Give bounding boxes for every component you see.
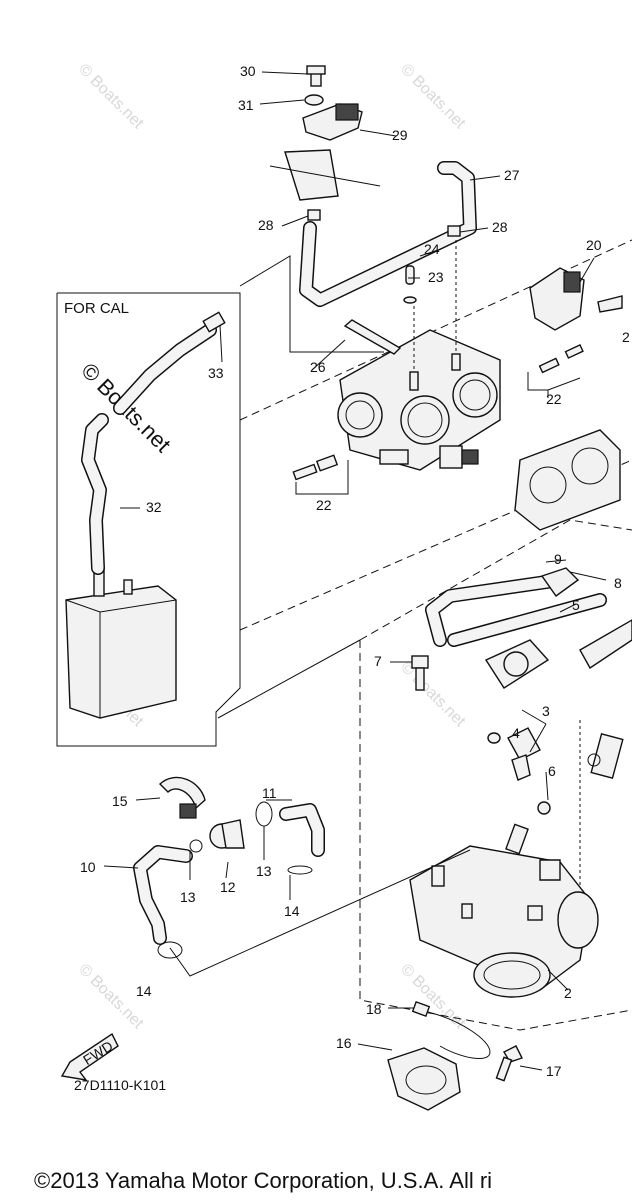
callout-3: 3 [542, 703, 550, 719]
callout-8: 8 [614, 575, 622, 591]
callout-33: 33 [208, 365, 224, 381]
watermark: © Boats.net [75, 61, 147, 133]
coolant-elbow [266, 799, 325, 900]
callout-13: 13 [256, 863, 272, 879]
inset-label: FOR CAL [64, 300, 129, 317]
callout-13: 13 [180, 889, 196, 905]
callout-12: 12 [220, 879, 236, 895]
fwd-arrow-icon: FWD [60, 1032, 119, 1081]
bolt [390, 655, 429, 691]
watermark: © Boats.net [397, 961, 469, 1033]
callout-32: 32 [146, 499, 162, 515]
copyright-notice: ©2013 Yamaha Motor Corporation, U.S.A. A… [34, 1168, 493, 1193]
vacuum-hose [281, 161, 501, 307]
callout-11: 11 [262, 785, 277, 801]
screw-set [292, 454, 349, 495]
callouts: 30 31 29 27 28 28 24 23 20 2 33 26 22 22… [80, 63, 630, 1079]
bolt [495, 1045, 543, 1082]
callout-22: 22 [316, 497, 332, 513]
diagram-code: 27D1110-K101 [74, 1077, 166, 1093]
callout-31: 31 [238, 97, 254, 113]
callout-7: 7 [374, 653, 382, 669]
map-sensor [269, 65, 397, 201]
callout-27: 27 [504, 167, 520, 183]
fuel-rail [425, 559, 632, 689]
callout-20: 20 [586, 237, 602, 253]
intake-manifold [409, 823, 599, 998]
callout-28: 28 [492, 219, 508, 235]
callout-28: 28 [258, 217, 274, 233]
callout-15: 15 [112, 793, 128, 809]
callout-14: 14 [136, 983, 152, 999]
watermark: © Boats.net [397, 61, 469, 133]
callout-29: 29 [392, 127, 408, 143]
clamp [189, 801, 273, 880]
intake-joint [357, 1043, 461, 1111]
callout-4: 4 [512, 725, 520, 741]
callout-6: 6 [548, 763, 556, 779]
throttle-body [311, 240, 501, 471]
coolant-hose [103, 845, 193, 959]
gasket [514, 429, 621, 531]
callout-23: 23 [428, 269, 444, 285]
callout-10: 10 [80, 859, 96, 875]
callout-9: 9 [554, 551, 562, 567]
screw-set [527, 343, 584, 398]
watermarks: © Boats.net © Boats.net © Boats.net © Bo… [75, 61, 469, 1033]
callout-5: 5 [572, 597, 580, 613]
callout-30: 30 [240, 63, 256, 79]
thermostat-housing [189, 819, 245, 879]
clamp [135, 776, 206, 819]
callout-22: 22 [546, 391, 562, 407]
inset-for-cal: FOR CAL [56, 292, 241, 747]
callout-16: 16 [336, 1035, 352, 1051]
callout-2: 2 [622, 329, 630, 345]
callout-24: 24 [424, 241, 440, 257]
throttle-position-sensor [529, 257, 623, 331]
callout-2: 2 [564, 985, 572, 1001]
charcoal-canister [65, 569, 177, 719]
injector [487, 709, 624, 815]
callout-14: 14 [284, 903, 300, 919]
callout-18: 18 [366, 1001, 382, 1017]
hose-clamp [388, 1001, 491, 1059]
callout-17: 17 [546, 1063, 562, 1079]
callout-26: 26 [310, 359, 326, 375]
watermark: © Boats.net [397, 659, 469, 731]
